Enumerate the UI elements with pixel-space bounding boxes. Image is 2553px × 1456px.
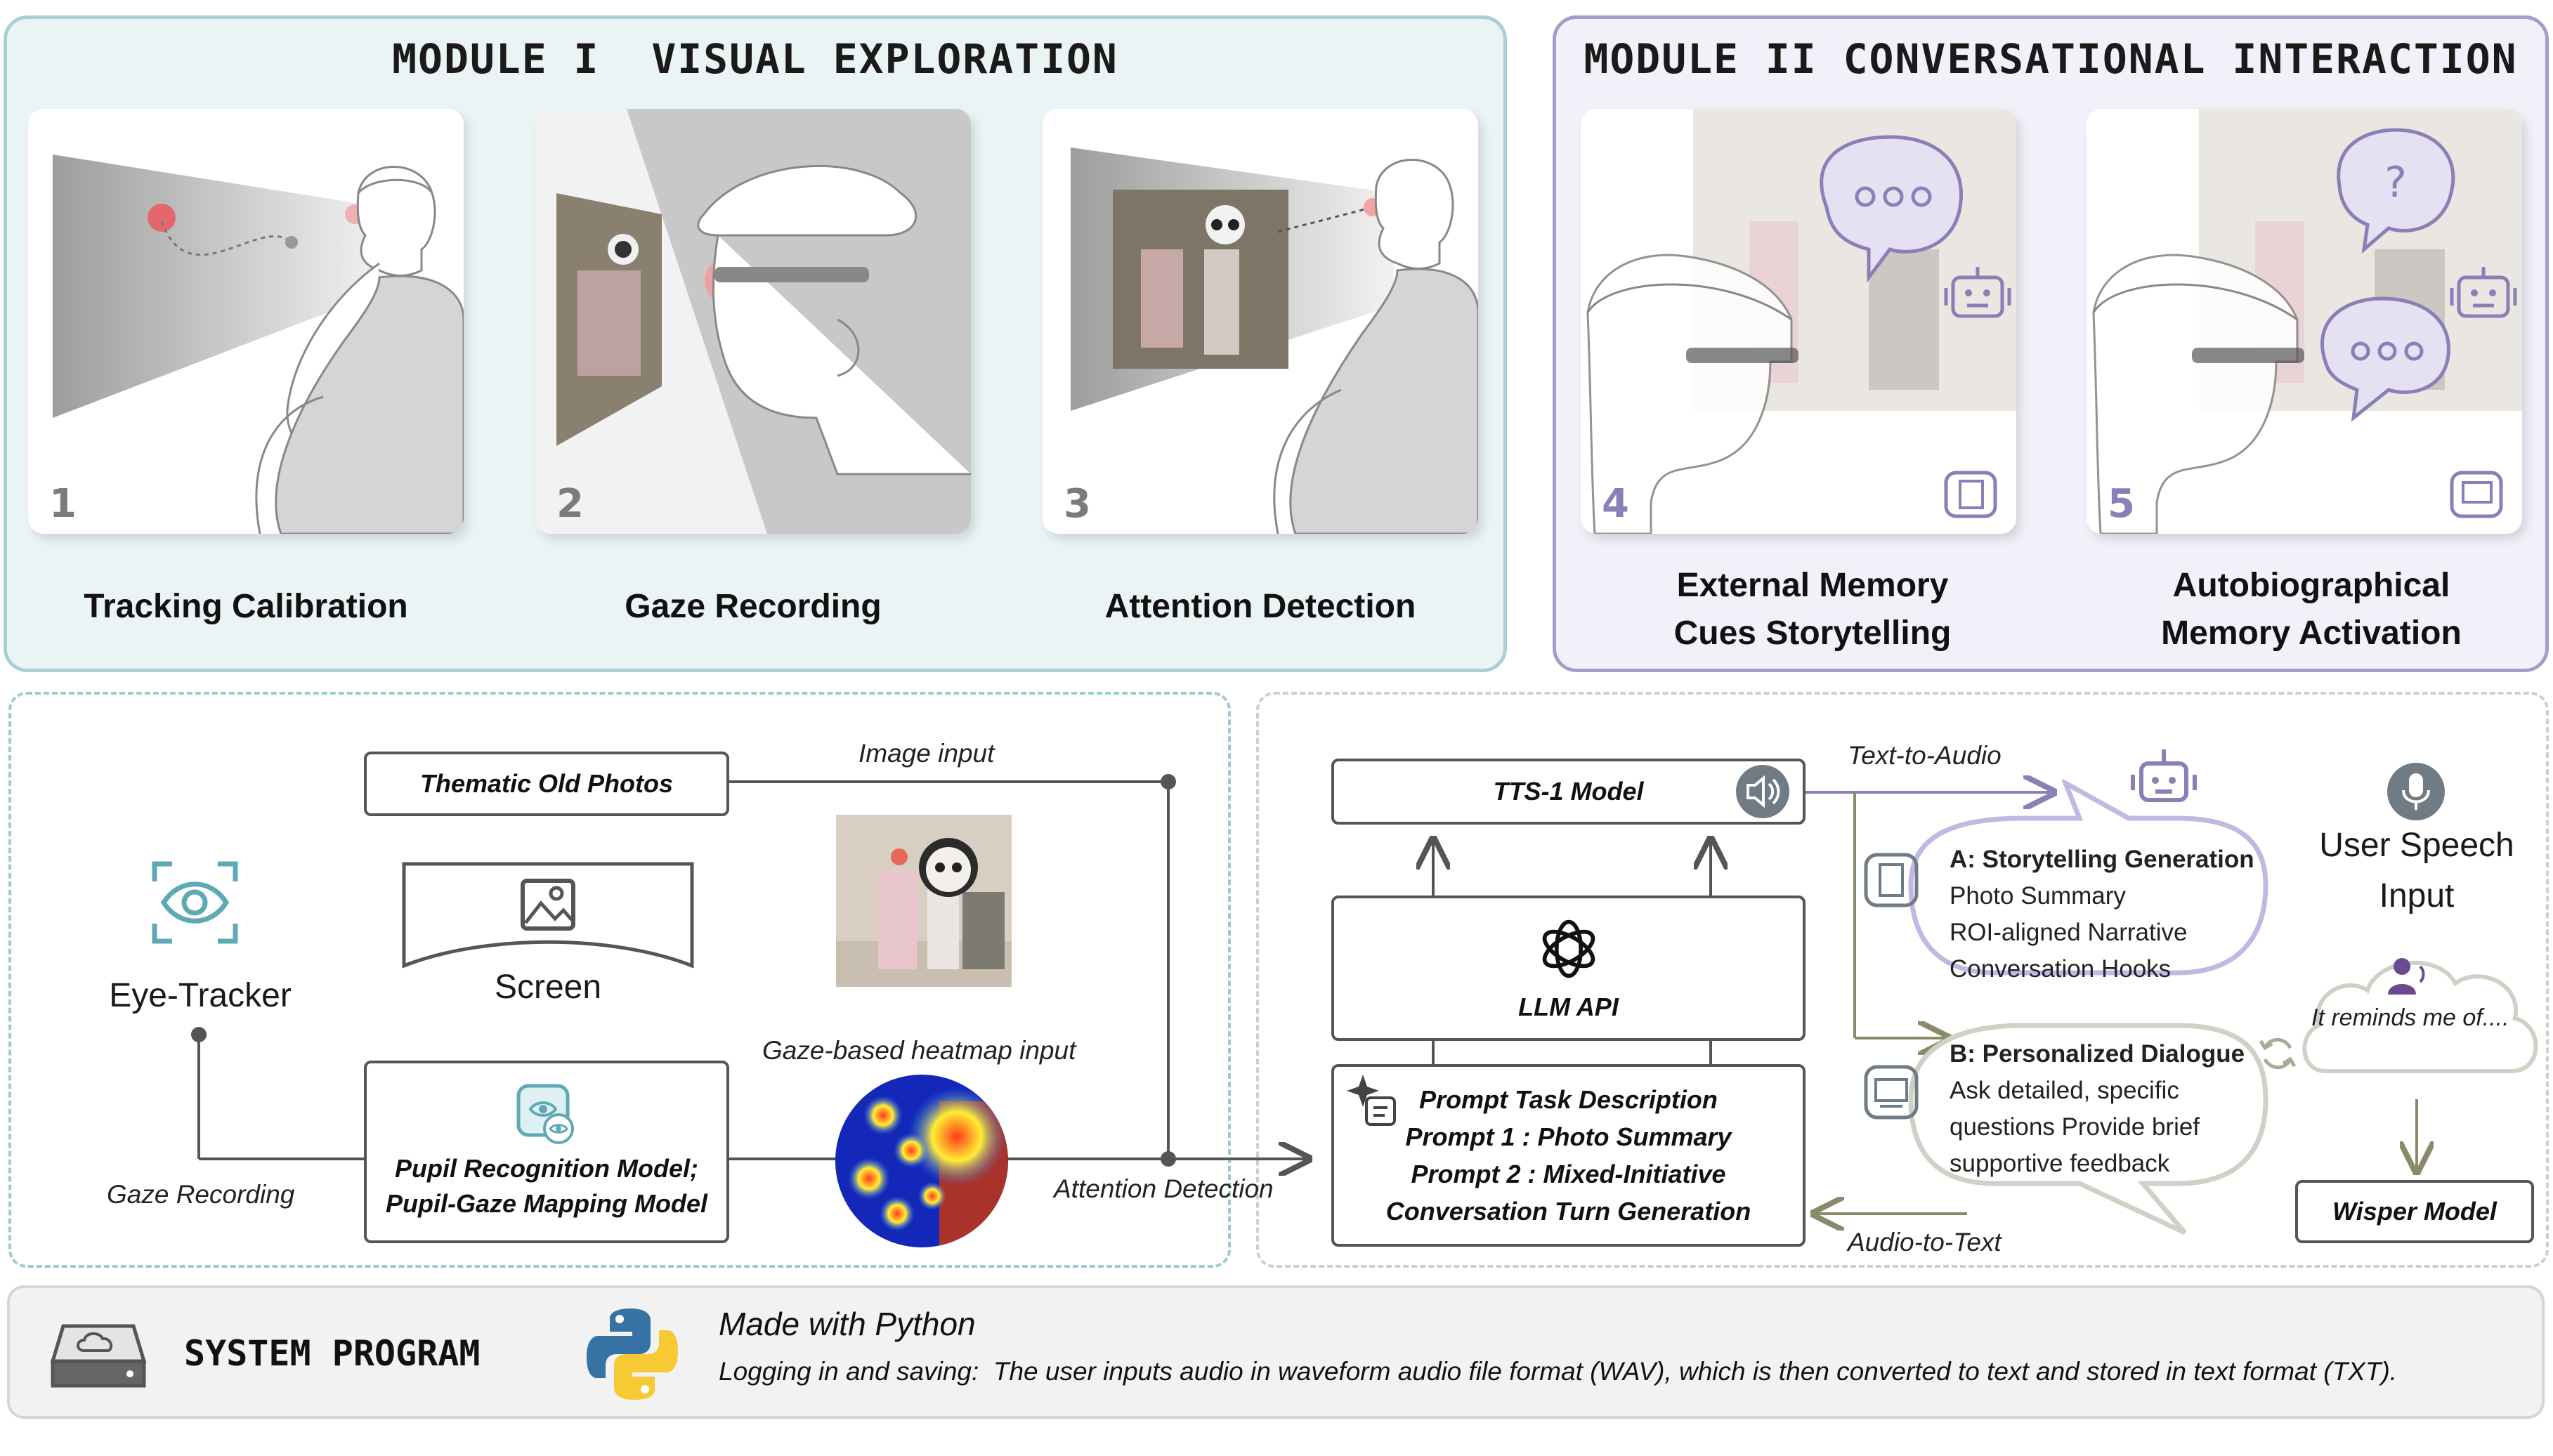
prompt-line3: Prompt 2 : Mixed-Initiative bbox=[1411, 1160, 1726, 1188]
robot-icon bbox=[2450, 267, 2517, 318]
old-photo-thumbnail bbox=[836, 815, 1012, 987]
llm-pipeline-panel bbox=[1256, 692, 2549, 1268]
caption-external-memory-line1: External Memory bbox=[1676, 567, 1949, 604]
caption-autobiographical-memory: Autobiographical Memory Activation bbox=[2079, 562, 2543, 657]
caption-attention-detection: Attention Detection bbox=[1104, 588, 1416, 625]
step-number-4: 4 bbox=[1602, 481, 1629, 527]
external-memory-illustration bbox=[1586, 109, 2016, 534]
module-2-title: MODULE II CONVERSATIONAL INTERACTION bbox=[1584, 35, 2518, 83]
chat-bubble-icon bbox=[2320, 296, 2450, 422]
card-external-memory: 4 bbox=[1581, 109, 2016, 534]
card-autobiographical-memory: ? 5 bbox=[2087, 109, 2522, 534]
card-tracking-calibration: 1 bbox=[28, 109, 464, 534]
tracking-calibration-illustration bbox=[53, 155, 464, 534]
heatmap-input-label: Gaze-based heatmap input bbox=[762, 1036, 1076, 1065]
image-icon bbox=[521, 879, 575, 931]
caption-autobiographical-line1: Autobiographical bbox=[2172, 567, 2450, 604]
bubble-a-title: A: Storytelling Generation bbox=[1950, 846, 2254, 873]
dialogue-icon bbox=[1864, 1065, 1919, 1120]
pupil-model-box: Pupil Recognition Model; Pupil-Gaze Mapp… bbox=[364, 1061, 729, 1243]
card-gaze-recording: 2 bbox=[535, 109, 971, 534]
gaze-heatmap bbox=[835, 1075, 1008, 1247]
refresh-icon bbox=[2259, 1037, 2297, 1070]
storytelling-bubble bbox=[1908, 780, 2268, 976]
audio-to-text-label: Audio-to-Text bbox=[1848, 1228, 2002, 1257]
thematic-old-photos-box: Thematic Old Photos bbox=[364, 752, 729, 816]
made-with-python-text: Made with Python bbox=[719, 1306, 976, 1342]
hard-drive-cloud-icon bbox=[50, 1324, 147, 1388]
question-bubble-icon: ? bbox=[2337, 128, 2455, 254]
screen-label: Screen bbox=[494, 969, 602, 1006]
step-number-1: 1 bbox=[49, 481, 77, 527]
logging-text: The user inputs audio in waveform audio … bbox=[993, 1357, 2398, 1386]
wisper-model-box: Wisper Model bbox=[2295, 1180, 2534, 1243]
pupil-model-line1: Pupil Recognition Model; bbox=[395, 1154, 698, 1183]
eye-tracker-label: Eye-Tracker bbox=[109, 977, 292, 1014]
eye-tracker-icon bbox=[152, 861, 238, 944]
openai-logo-icon bbox=[1542, 919, 1595, 978]
sparkle-prompt-icon bbox=[1347, 1075, 1396, 1126]
book-icon bbox=[1944, 471, 1997, 518]
svg-text:?: ? bbox=[2384, 158, 2407, 207]
user-speech-line2: Input bbox=[2379, 877, 2455, 914]
logging-description: Logging in and saving: The user inputs a… bbox=[719, 1357, 2397, 1386]
user-speech-input-label: User Speech Input bbox=[2294, 820, 2540, 922]
dialogue-bubble bbox=[1908, 1023, 2268, 1235]
step-number-5: 5 bbox=[2108, 481, 2135, 527]
prompt-line2: Prompt 1 : Photo Summary bbox=[1405, 1122, 1732, 1151]
gaze-recording-illustration bbox=[535, 109, 971, 534]
step-number-2: 2 bbox=[556, 481, 584, 527]
user-speech-line1: User Speech bbox=[2319, 827, 2514, 864]
card-attention-detection: 3 bbox=[1043, 109, 1478, 534]
llm-api-label: LLM API bbox=[1518, 992, 1619, 1021]
bubble-b-line2: questions Provide brief bbox=[1950, 1113, 2200, 1141]
step-number-3: 3 bbox=[1064, 481, 1091, 527]
bubble-b-line3: supportive feedback bbox=[1950, 1150, 2170, 1177]
speaking-person-icon bbox=[2388, 958, 2425, 995]
pupil-model-line2: Pupil-Gaze Mapping Model bbox=[386, 1189, 707, 1218]
storytelling-bubble-text: A: Storytelling Generation Photo Summary… bbox=[1950, 841, 2254, 988]
attention-detection-label: Attention Detection bbox=[1054, 1174, 1274, 1203]
llm-api-box: LLM API bbox=[1331, 896, 1806, 1041]
eye-tracking-pipeline-panel bbox=[8, 692, 1231, 1268]
autobiographical-memory-illustration: ? bbox=[2092, 109, 2522, 534]
robot-icon bbox=[1944, 267, 2011, 318]
text-to-audio-label: Text-to-Audio bbox=[1848, 741, 2002, 770]
prompt-line4: Conversation Turn Generation bbox=[1385, 1197, 1751, 1226]
assistant-robot-icon bbox=[2131, 749, 2197, 802]
prompt-line1: Prompt Task Description bbox=[1419, 1085, 1718, 1114]
caption-gaze-recording: Gaze Recording bbox=[625, 588, 882, 625]
image-input-label: Image input bbox=[858, 739, 995, 768]
module-1-title: MODULE I VISUAL EXPLORATION bbox=[392, 35, 1118, 83]
bubble-a-line1: Photo Summary bbox=[1950, 882, 2126, 910]
dialogue-bubble-text: B: Personalized Dialogue Ask detailed, s… bbox=[1950, 1036, 2245, 1182]
tts-model-label: TTS-1 Model bbox=[1493, 777, 1644, 806]
caption-external-memory: External Memory Cues Storytelling bbox=[1581, 562, 2044, 657]
logging-label: Logging in and saving: bbox=[719, 1357, 979, 1386]
bubble-b-line1: Ask detailed, specific bbox=[1950, 1077, 2179, 1104]
user-quote-cloud bbox=[2302, 960, 2538, 1073]
caption-autobiographical-line2: Memory Activation bbox=[2161, 615, 2462, 652]
attention-detection-illustration bbox=[1071, 147, 1478, 534]
speaker-icon bbox=[1736, 765, 1789, 818]
bubble-b-title: B: Personalized Dialogue bbox=[1950, 1040, 2245, 1068]
user-quote-text: It reminds me of.... bbox=[2311, 1004, 2509, 1031]
system-program-bar bbox=[7, 1285, 2545, 1419]
microphone-icon bbox=[2387, 763, 2445, 820]
bubble-a-line2: ROI-aligned Narrative bbox=[1950, 919, 2188, 946]
system-program-title: SYSTEM PROGRAM bbox=[184, 1333, 481, 1374]
caption-tracking-calibration: Tracking Calibration bbox=[84, 588, 408, 625]
dialogue-icon bbox=[2450, 471, 2503, 518]
bubble-a-line3: Conversation Hooks bbox=[1950, 955, 2172, 983]
screen-shape bbox=[402, 862, 694, 969]
gaze-recording-label: Gaze Recording bbox=[107, 1180, 295, 1209]
prompt-box: Prompt Task Description Prompt 1 : Photo… bbox=[1331, 1064, 1806, 1247]
pupil-recognition-icon bbox=[516, 1084, 574, 1144]
tts-model-box: TTS-1 Model bbox=[1331, 759, 1806, 825]
python-logo-icon bbox=[587, 1309, 678, 1400]
caption-external-memory-line2: Cues Storytelling bbox=[1673, 615, 1952, 652]
book-icon bbox=[1864, 853, 1919, 907]
